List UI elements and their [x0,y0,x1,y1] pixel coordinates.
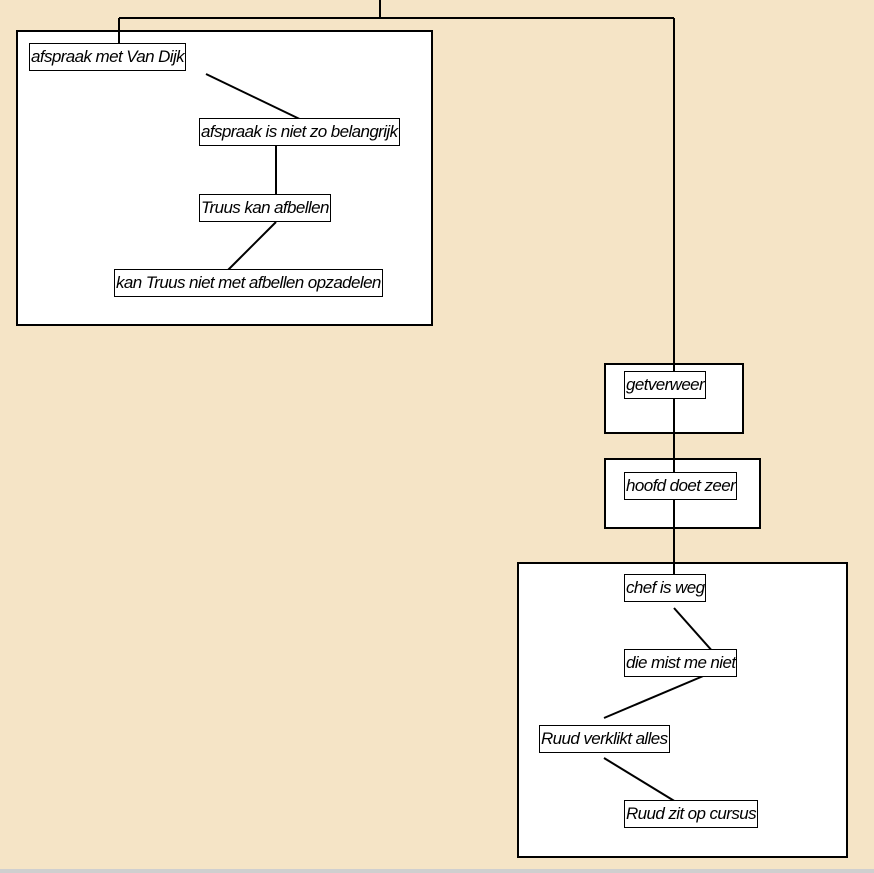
bottom-edge-bar [0,869,874,873]
node-truus-kan-afbellen[interactable]: Truus kan afbellen [199,194,331,222]
node-getverweer[interactable]: getverweer [624,371,707,399]
node-afspraak-met-van-dijk[interactable]: afspraak met Van Dijk [29,43,187,71]
node-ruud-zit-op-cursus[interactable]: Ruud zit op cursus [624,800,758,828]
node-chef-is-weg[interactable]: chef is weg [624,574,707,602]
node-kan-truus-niet-opzadelen[interactable]: kan Truus niet met afbellen opzadelen [114,269,383,297]
node-afspraak-niet-belangrijk[interactable]: afspraak is niet zo belangrijk [199,118,400,146]
node-die-mist-me-niet[interactable]: die mist me niet [624,649,738,677]
node-ruud-verklikt-alles[interactable]: Ruud verklikt alles [539,725,670,753]
node-hoofd-doet-zeer[interactable]: hoofd doet zeer [624,472,738,500]
